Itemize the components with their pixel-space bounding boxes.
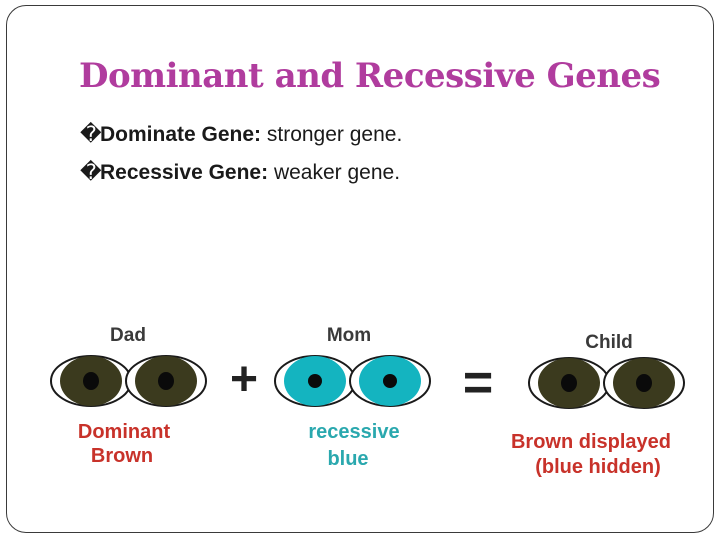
bullet-term: Dominate Gene: xyxy=(100,123,262,146)
child-label: Child xyxy=(585,332,633,353)
child-caption-line2: (blue hidden) xyxy=(535,456,661,478)
mom-caption-line1: recessive xyxy=(308,421,399,443)
bullet-dominate-gene: �Dominate Gene: stronger gene. xyxy=(80,122,402,147)
dad-caption-line1: Dominant xyxy=(78,421,171,443)
mom-caption-line2: blue xyxy=(327,448,368,470)
mom-left-eye-icon xyxy=(274,355,356,407)
dad-left-eye-icon xyxy=(50,355,132,407)
slide-title: Dominant and Recessive Genes xyxy=(79,56,661,96)
bullet-text: stronger gene. xyxy=(261,123,403,146)
bullet-recessive-gene: �Recessive Gene: weaker gene. xyxy=(80,160,400,185)
child-right-eye-icon xyxy=(603,357,685,409)
bullet-glyph-icon: � xyxy=(80,161,102,184)
dad-right-eye-icon xyxy=(125,355,207,407)
dad-caption-line2: Brown xyxy=(91,445,153,467)
mom-label: Mom xyxy=(327,325,371,346)
bullet-term: Recessive Gene: xyxy=(100,161,269,184)
equals-sign: = xyxy=(463,354,493,412)
mom-right-eye-icon xyxy=(349,355,431,407)
bullet-text: weaker gene. xyxy=(268,161,401,184)
child-left-eye-icon xyxy=(528,357,610,409)
dad-label: Dad xyxy=(110,325,146,346)
plus-sign: + xyxy=(230,353,258,406)
slide-frame xyxy=(6,5,714,533)
child-caption-line1: Brown displayed xyxy=(511,431,671,453)
bullet-glyph-icon: � xyxy=(80,123,102,146)
